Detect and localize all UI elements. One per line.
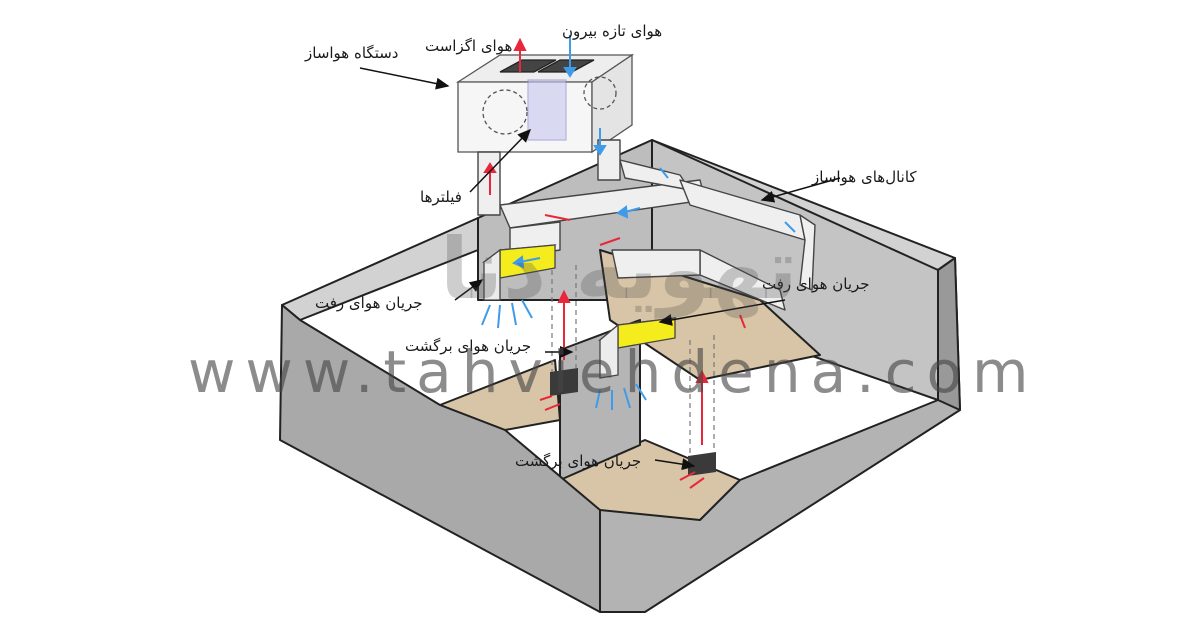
label-return-middle: جریان هوای برگشت: [405, 337, 532, 355]
callout-lines: [359, 67, 841, 471]
watermark-url: www.tahviehdena.com: [188, 338, 1039, 406]
label-return-bottom: جریان هوای برگشت: [515, 452, 642, 470]
outer-wall-left: [279, 304, 601, 613]
floor-center: [599, 249, 821, 381]
air-handler-unit: [455, 53, 635, 154]
label-exhaust-air: هوای اگزاست: [425, 37, 513, 55]
supply-airflow-arrows: [481, 35, 796, 410]
return-airflow-arrows: [483, 37, 746, 489]
label-supply-right: جریان هوای رفت: [762, 275, 870, 293]
label-air-handler: دستگاه هواساز: [305, 44, 399, 62]
wall-step: [937, 257, 961, 411]
label-ducts: کانال‌های هواساز: [812, 168, 917, 186]
watermark-brand: تهویه دنا: [440, 220, 798, 318]
label-fresh-air: هوای تازه بیرون: [562, 22, 663, 40]
label-filters: فیلترها: [420, 188, 462, 206]
return-grille-middle: [550, 368, 578, 396]
supply-unit-right: [598, 317, 677, 379]
exhaust-grille: [499, 59, 557, 73]
fresh-air-grille: [537, 59, 595, 73]
return-grilles: [550, 265, 716, 476]
label-supply-left: جریان هوای رفت: [315, 294, 423, 312]
